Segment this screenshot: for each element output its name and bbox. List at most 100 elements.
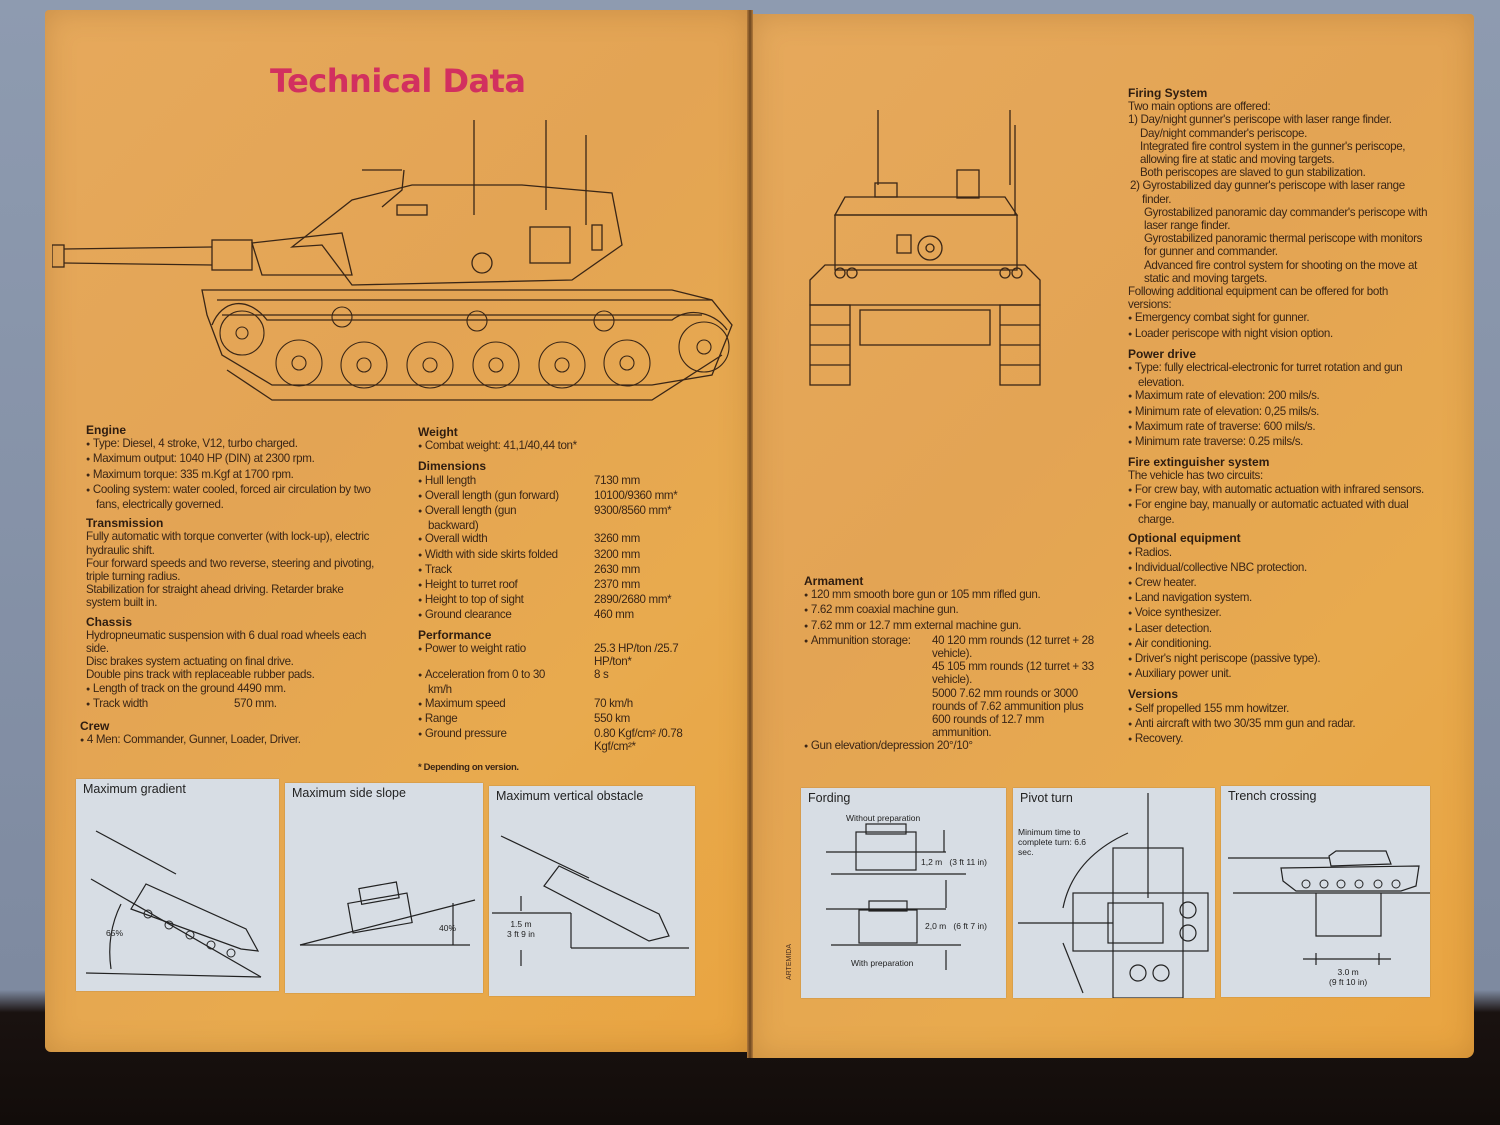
engine-item: Cooling system: water cooled, forced air… xyxy=(86,483,376,511)
panel-pivot-turn: Pivot turn Minimum time to complete turn… xyxy=(1013,788,1215,998)
armament-item: 120 mm smooth bore gun or 105 mm rifled … xyxy=(804,588,1099,603)
chassis-line: Hydropneumatic suspension with 6 dual ro… xyxy=(86,628,367,656)
specs-section: Weight Combat weight: 41,1/40,44 ton* Di… xyxy=(418,425,698,775)
side-slope-diagram xyxy=(299,881,476,946)
firing-option-2: 2) Gyrostabilized day gunner's periscope… xyxy=(1130,179,1405,206)
side-slope-value: 40% xyxy=(439,923,457,933)
panel-maximum-vertical-obstacle: Maximum vertical obstacle 1.5 m 3 ft 9 i… xyxy=(489,786,695,996)
panel-title: Maximum vertical obstacle xyxy=(496,789,644,803)
power-drive-item: Type: fully electrical-electronic for tu… xyxy=(1128,361,1428,389)
firing-option-1-line: Integrated fire control system in the gu… xyxy=(1140,139,1406,167)
panel-maximum-side-slope: Maximum side slope 40% xyxy=(285,783,483,993)
version-item: Recovery. xyxy=(1128,732,1428,747)
engine-item: Maximum output: 1040 HP (DIN) at 2300 rp… xyxy=(86,452,376,467)
gradient-diagram xyxy=(85,830,262,978)
credit-text: ARTEMIDA xyxy=(786,944,793,981)
versions-heading: Versions xyxy=(1128,687,1179,702)
ammo-label: Ammunition storage: xyxy=(804,634,932,740)
armament-elevation: Gun elevation/depression 20°/10° xyxy=(804,739,1099,754)
engine-heading: Engine xyxy=(86,423,127,437)
fire-extinguisher-item: For crew bay, with automatic actuation w… xyxy=(1128,483,1428,498)
chassis-item: Track width 570 mm. xyxy=(86,697,376,712)
panel-maximum-gradient: Maximum gradient 65% xyxy=(76,779,279,991)
transmission-heading: Transmission xyxy=(86,516,164,531)
transmission-line: Stabilization for straight ahead driving… xyxy=(86,583,344,610)
fording-diagram xyxy=(826,823,966,970)
version-item: Self propelled 155 mm howitzer. xyxy=(1128,702,1428,717)
panel-title: Pivot turn xyxy=(1020,791,1073,805)
panel-title: Maximum side slope xyxy=(292,786,406,800)
dimensions-heading: Dimensions xyxy=(418,459,487,474)
armament-section: Armament 120 mm smooth bore gun or 105 m… xyxy=(804,574,1099,755)
tank-side-view-drawing xyxy=(52,120,733,401)
fire-extinguisher-heading: Fire extinguisher system xyxy=(1128,455,1270,470)
fire-extinguisher-intro: The vehicle has two circuits: xyxy=(1128,469,1263,483)
power-drive-item: Minimum rate traverse: 0.25 mils/s. xyxy=(1128,435,1428,450)
power-drive-heading: Power drive xyxy=(1128,346,1197,361)
vertical-obstacle-diagram xyxy=(492,835,689,966)
crew-heading: Crew xyxy=(80,719,110,734)
fire-extinguisher-item: For engine bay, manually or automatic ac… xyxy=(1128,498,1428,526)
tank-front-view-drawing xyxy=(809,110,1041,386)
panel-title: Fording xyxy=(808,791,851,805)
trench-value: 3.0 m (9 ft 10 in) xyxy=(1329,967,1368,987)
power-drive-item: Minimum rate of elevation: 0,25 mils/s. xyxy=(1128,405,1428,420)
panel-title: Trench crossing xyxy=(1228,789,1317,803)
dimension-row: Overall length (gun forward)10100/9360 m… xyxy=(418,489,698,504)
performance-heading: Performance xyxy=(418,627,492,642)
performance-row: Acceleration from 0 to 30 km/h8 s xyxy=(418,668,698,696)
weight-item: Combat weight: 41,1/40,44 ton* xyxy=(418,439,698,454)
version-item: Anti aircraft with two 30/35 mm gun and … xyxy=(1128,717,1428,732)
firing-option-1-line: Both periscopes are slaved to gun stabil… xyxy=(1140,166,1366,180)
armament-item: 7.62 mm or 12.7 mm external machine gun. xyxy=(804,619,1099,634)
optional-item: Radios. xyxy=(1128,546,1428,561)
optional-equipment-heading: Optional equipment xyxy=(1128,531,1241,546)
firing-option-2-line: Gyrostabilized panoramic day commander's… xyxy=(1144,205,1428,233)
ammo-line: 45 105 mm rounds (12 turret + 33 vehicle… xyxy=(932,660,1094,687)
firing-intro: Two main options are offered: xyxy=(1128,100,1271,114)
fording-depth-1: 1,2 m (3 ft 11 in) xyxy=(921,857,987,867)
chassis-line: Disc brakes system actuating on final dr… xyxy=(86,655,294,669)
firing-system-heading: Firing System xyxy=(1128,86,1208,100)
panel-title: Maximum gradient xyxy=(83,782,186,796)
transmission-line: Fully automatic with torque converter (w… xyxy=(86,530,370,557)
chassis-line: Double pins track with replaceable rubbe… xyxy=(86,668,315,682)
dimension-row: Overall length (gun backward)9300/8560 m… xyxy=(418,504,698,532)
firing-additional: Following additional equipment can be of… xyxy=(1128,285,1388,312)
weight-heading: Weight xyxy=(418,425,458,439)
engine-item: Maximum torque: 335 m.Kgf at 1700 rpm. xyxy=(86,468,376,483)
footnote: * Depending on version. xyxy=(418,762,519,774)
fording-depth-2: 2,0 m (6 ft 7 in) xyxy=(925,921,987,931)
pivot-turn-diagram xyxy=(1018,793,1209,998)
chassis-item: Length of track on the ground 4490 mm. xyxy=(86,682,376,697)
optional-item: Crew heater. xyxy=(1128,576,1428,591)
power-drive-item: Maximum rate of elevation: 200 mils/s. xyxy=(1128,389,1428,404)
engine-section: Engine Type: Diesel, 4 stroke, V12, turb… xyxy=(80,423,376,748)
optional-item: Driver's night periscope (passive type). xyxy=(1128,652,1428,667)
optional-item: Voice synthesizer. xyxy=(1128,606,1428,621)
firing-option-2-line: Advanced fire control system for shootin… xyxy=(1144,258,1417,285)
firing-item: Emergency combat sight for gunner. xyxy=(1128,311,1428,326)
optional-item: Auxiliary power unit. xyxy=(1128,667,1428,682)
power-drive-item: Maximum rate of traverse: 600 mils/s. xyxy=(1128,420,1428,435)
transmission-line: Four forward speeds and two reverse, ste… xyxy=(86,556,375,584)
brochure-spine xyxy=(747,10,753,1058)
firing-option-1: 1) Day/night gunner's periscope with las… xyxy=(1128,113,1392,127)
obstacle-value: 1.5 m 3 ft 9 in xyxy=(507,919,535,939)
ammo-line: 40 120 mm rounds (12 turret + 28 vehicle… xyxy=(932,633,1094,661)
chassis-heading: Chassis xyxy=(86,614,133,629)
crew-item: 4 Men: Commander, Gunner, Loader, Driver… xyxy=(80,733,376,748)
optional-item: Air conditioning. xyxy=(1128,637,1428,652)
right-column: Firing System Two main options are offer… xyxy=(1128,86,1428,747)
panel-fording: Fording Without preparation 1,2 m (3 ft … xyxy=(801,788,1006,998)
